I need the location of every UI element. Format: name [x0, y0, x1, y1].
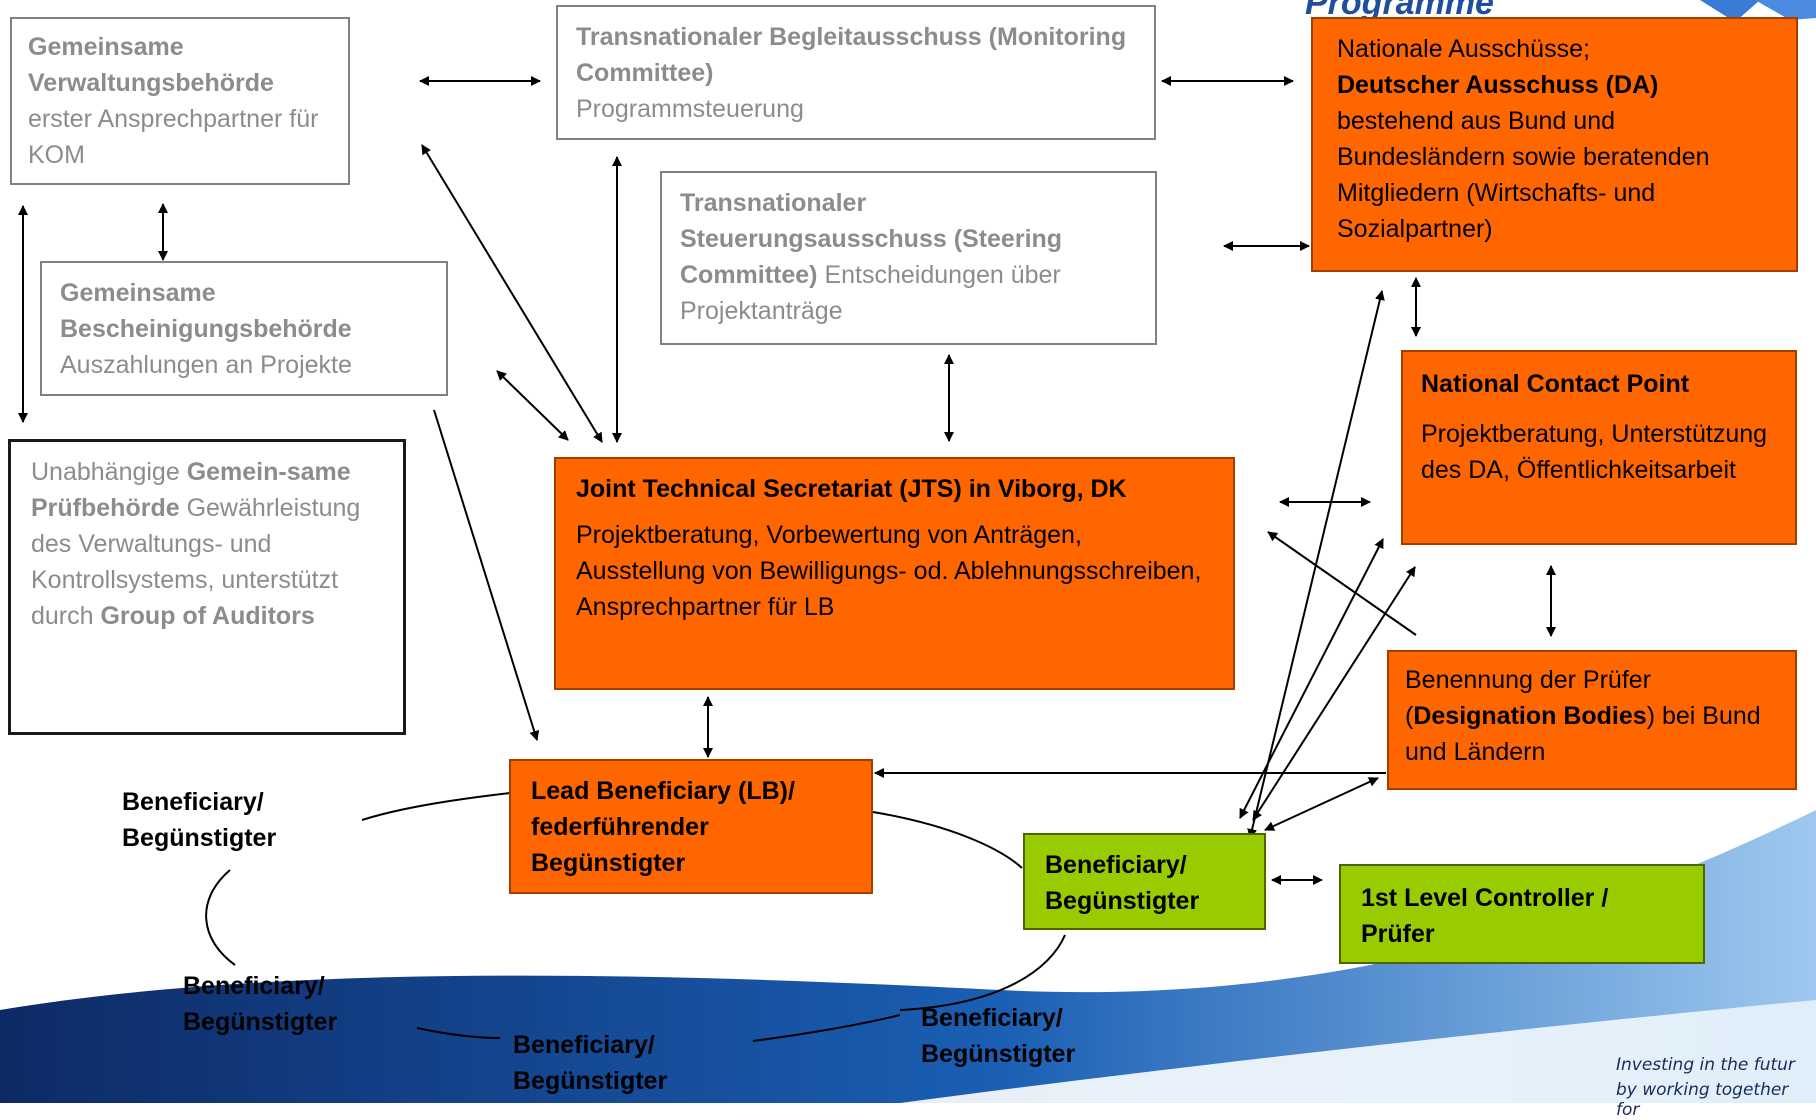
designation-bodies-box: Benennung der Prüfer (Designation Bodies…: [1387, 650, 1797, 790]
national-committees-line1: Nationale Ausschüsse;: [1337, 35, 1590, 63]
ncp-title: National Contact Point: [1421, 370, 1690, 398]
monitoring-committee-box: Transnationaler Begleitausschuss (Monito…: [556, 5, 1156, 140]
ncp-text: Projektberatung, Unterstützung des DA, Ö…: [1421, 420, 1768, 484]
lead-beneficiary-box: Lead Beneficiary (LB)/ federführender Be…: [509, 759, 873, 894]
programme-logo: Programme: [1305, 0, 1816, 22]
steering-committee-text: Entscheidungen über Projektanträge: [680, 261, 1061, 325]
managing-authority-box: Gemeinsame Verwaltungsbehörde erster Ans…: [10, 17, 350, 185]
monitoring-committee-title: Transnationaler Begleitausschuss (Monito…: [576, 23, 1127, 87]
beneficiary-label-3: Beneficiary/ Begünstigter: [513, 1031, 668, 1095]
steering-committee-title: Transnationaler Steuerungsausschuss (Ste…: [680, 189, 1063, 289]
group-of-auditors: Group of Auditors: [100, 602, 315, 630]
national-committees-text: bestehend aus Bund und Bundesländern sow…: [1337, 107, 1710, 243]
managing-authority-text: erster Ansprechpartner für KOM: [28, 105, 319, 169]
beneficiary-label-1: Beneficiary/ Begünstigter: [122, 788, 277, 852]
certifying-authority-box: Gemeinsame Bescheinigungsbehörde Auszahl…: [40, 261, 448, 396]
designation-bodies-title: Designation Bodies: [1413, 702, 1647, 730]
audit-authority-title: Gemein-same Prüfbehörde: [31, 458, 351, 522]
jts-box: Joint Technical Secretariat (JTS) in Vib…: [554, 457, 1235, 690]
certifying-authority-title: Gemeinsame Bescheinigungsbehörde: [60, 279, 352, 343]
logo-text: Programme: [1305, 0, 1494, 22]
jts-text: Projektberatung, Vorbewertung von Anträg…: [576, 521, 1202, 621]
national-committees-box: Nationale Ausschüsse; Deutscher Ausschus…: [1311, 17, 1798, 272]
audit-authority-box: Unabhängige Gemein-same Prüfbehörde Gewä…: [8, 439, 406, 735]
designation-text-2: ) bei Bund und Ländern: [1405, 702, 1761, 766]
national-contact-point-box: National Contact Point Projektberatung, …: [1401, 350, 1797, 545]
designation-text-1: Benennung der Prüfer (: [1405, 666, 1652, 730]
jts-title: Joint Technical Secretariat (JTS) in Vib…: [576, 475, 1127, 503]
first-level-controller-text: 1st Level Controller / Prüfer: [1361, 884, 1609, 948]
footer-slogan-line1: Investing in the futur: [1616, 1055, 1795, 1075]
steering-committee-box: Transnationaler Steuerungsausschuss (Ste…: [660, 171, 1157, 345]
beneficiary-label-4: Beneficiary/ Begünstigter: [921, 1004, 1076, 1068]
german-committee-title: Deutscher Ausschuss (DA): [1337, 71, 1659, 99]
beneficiary-label-2: Beneficiary/ Begünstigter: [183, 972, 338, 1036]
lead-beneficiary-text: Lead Beneficiary (LB)/ federführender Be…: [531, 777, 795, 877]
beneficiary-box: Beneficiary/ Begünstigter: [1023, 833, 1266, 930]
managing-authority-title: Gemeinsame Verwaltungsbehörde: [28, 33, 274, 97]
footer-slogan-line2: by working together for: [1616, 1080, 1789, 1120]
audit-text-1: Unabhängige: [31, 458, 187, 486]
certifying-authority-text: Auszahlungen an Projekte: [60, 351, 352, 379]
audit-text-2: Gewährleistung des Verwaltungs- und Kont…: [31, 494, 361, 630]
beneficiary-box-text: Beneficiary/ Begünstigter: [1045, 851, 1200, 915]
monitoring-committee-text: Programmsteuerung: [576, 95, 804, 123]
first-level-controller-box: 1st Level Controller / Prüfer: [1339, 864, 1705, 964]
